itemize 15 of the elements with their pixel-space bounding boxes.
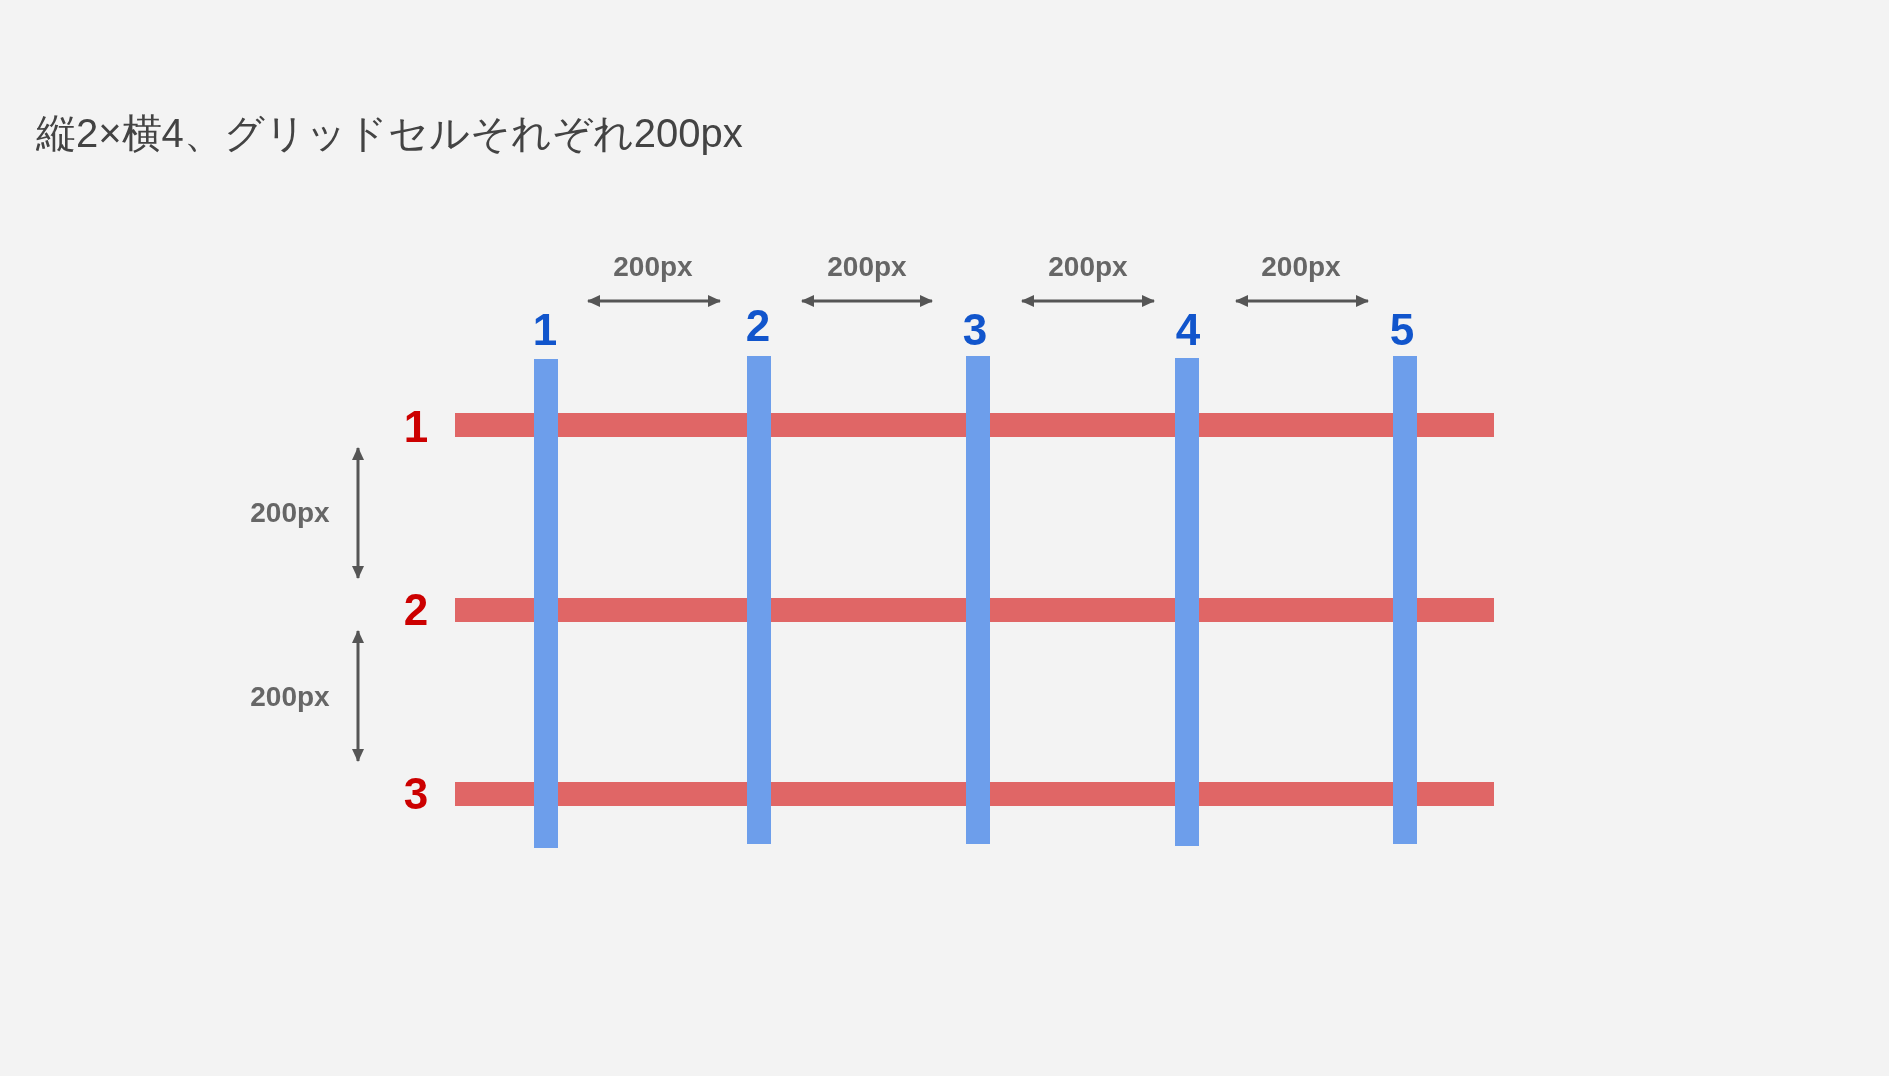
dimension-label: 200px <box>1048 251 1128 283</box>
column-number: 5 <box>1389 305 1415 355</box>
column-number: 2 <box>745 301 771 351</box>
dimension-label: 200px <box>827 251 907 283</box>
title: 縦2×横4、グリッドセルそれぞれ200px <box>36 110 743 157</box>
row-number: 3 <box>403 769 429 819</box>
row-number: 2 <box>403 585 429 635</box>
column-number: 3 <box>962 305 988 355</box>
row-number: 1 <box>403 402 429 452</box>
dimension-label: 200px <box>250 497 330 529</box>
dimension-label: 200px <box>250 681 330 713</box>
dimension-label: 200px <box>613 251 693 283</box>
dimension-label: 200px <box>1261 251 1341 283</box>
column-number: 4 <box>1175 305 1201 355</box>
column-number: 1 <box>532 305 558 355</box>
